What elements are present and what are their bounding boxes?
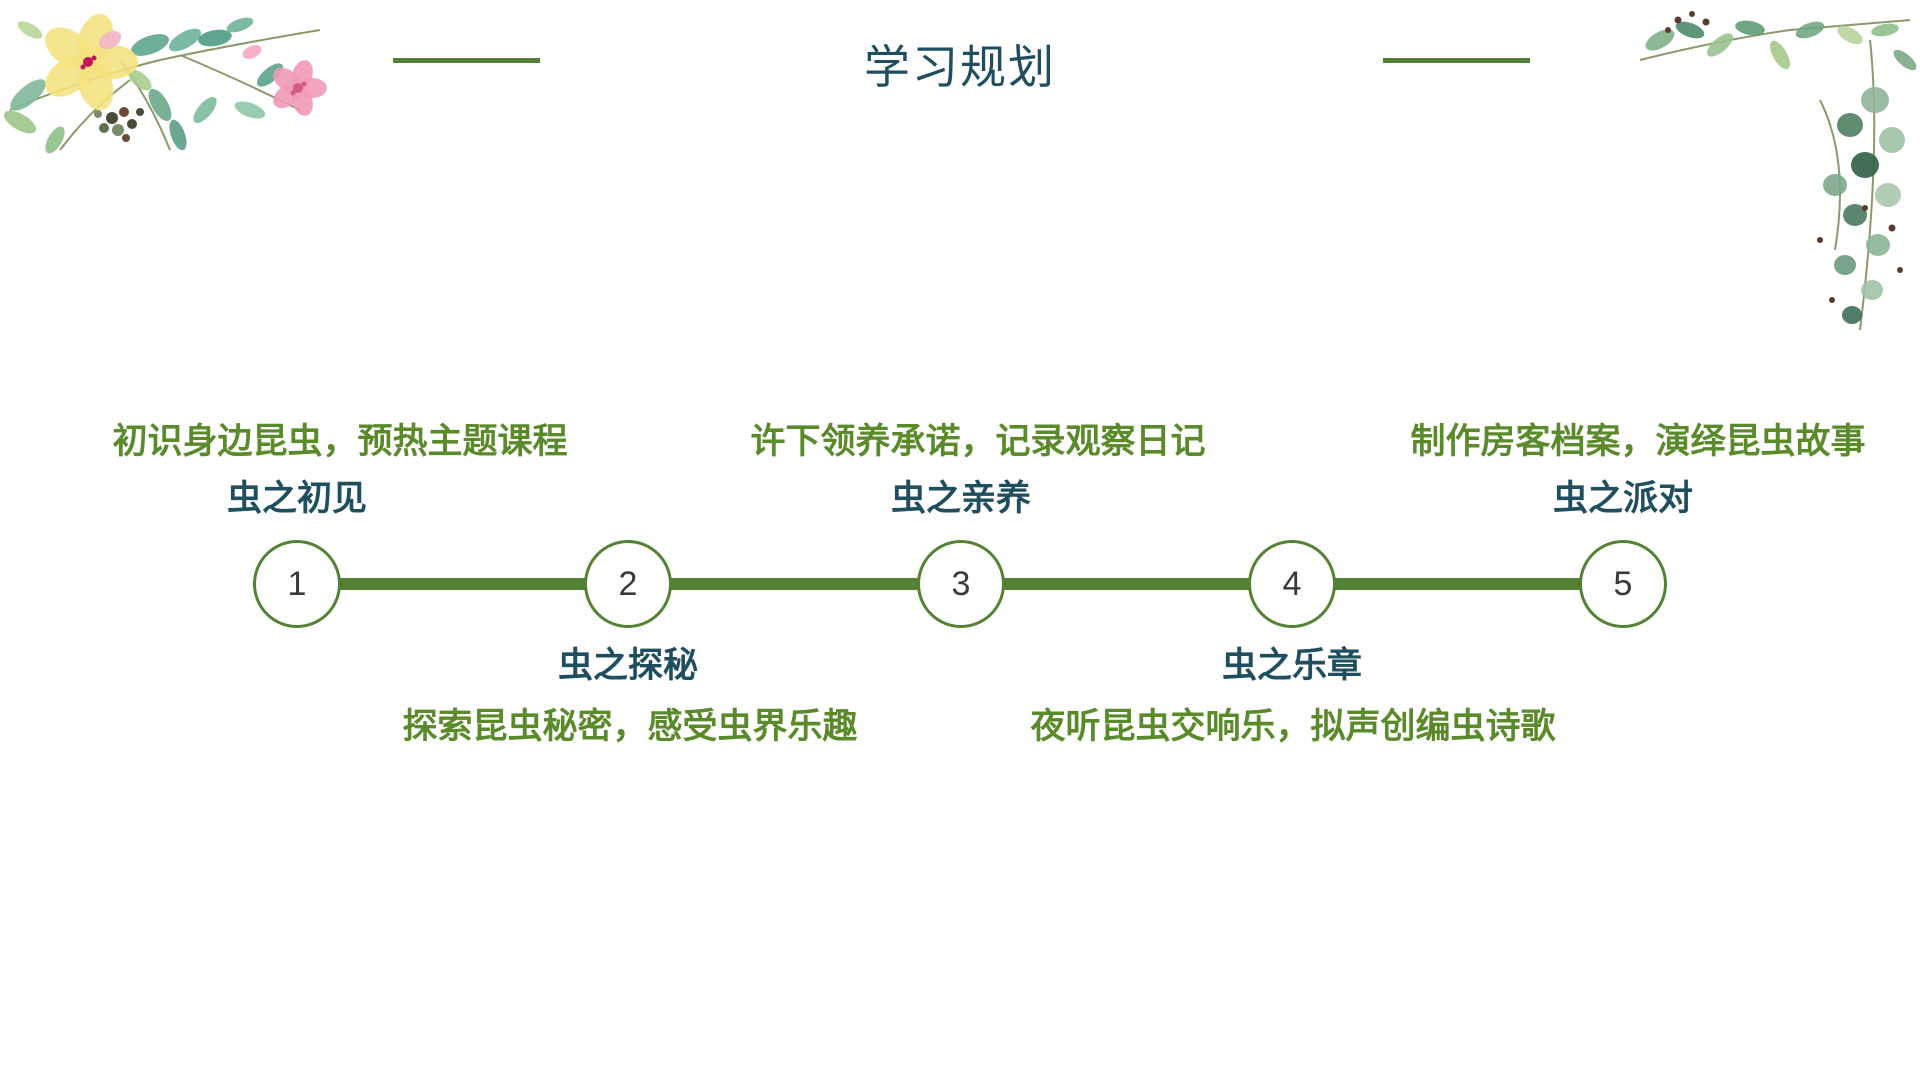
round-leaf [1842,306,1862,324]
round-leaf [1823,174,1847,196]
branch-stem [1639,19,1911,61]
slide-title: 学习规划 [864,40,1056,94]
leaf [3,110,37,134]
leaf [148,88,172,122]
round-leaf [1875,183,1901,207]
round-leaf [1843,204,1867,226]
berry [136,108,144,116]
petal [98,30,122,50]
petal [77,13,114,65]
branch-stem [59,79,131,151]
step-title: 虫之派对 [1552,478,1693,519]
berry [1702,18,1710,26]
step-3-marker: 3 [917,540,1005,628]
stamen [91,55,97,61]
berry [122,134,130,142]
title-rule-right [1383,58,1530,63]
round-leaf [1866,234,1890,256]
branch-stem [1819,99,1841,251]
leaf [130,34,170,56]
step-number: 5 [1613,565,1633,603]
round-leaf [1851,152,1879,178]
leaf [10,79,46,111]
step-description: 探索昆虫秘密，感受虫界乐趣 [402,706,858,747]
round-leaf [1834,255,1856,275]
step-description: 夜听昆虫交响乐，拟声创编虫诗歌 [1030,706,1556,747]
leaf [1645,29,1675,51]
leaf [45,126,65,154]
leaf [1871,23,1899,37]
stamen [290,90,296,96]
eucalyptus-foliage-icon [1639,11,1917,331]
berry [127,119,137,129]
step-title: 虫之探秘 [557,645,698,686]
flower-center [293,83,303,93]
step-4-marker: 4 [1248,540,1336,628]
berry [1888,224,1896,232]
leaf [168,28,202,52]
leaf [1837,25,1863,45]
round-leaf [1861,87,1889,113]
berry [1665,27,1671,33]
round-leaf [1879,127,1905,153]
leaf [1893,49,1917,71]
leaf [169,119,187,151]
leaf [226,17,254,33]
berry [1817,237,1823,243]
step-number: 1 [287,565,307,603]
berry [94,110,102,118]
berry [1674,16,1682,24]
berry [112,124,124,136]
berry [99,123,109,133]
step-1-marker: 1 [253,540,341,628]
leaf [1675,21,1705,39]
petal [291,60,313,90]
berry [1862,205,1868,211]
leaf [193,96,217,124]
leaf [1735,20,1765,36]
step-description: 制作房客档案，演绎昆虫故事 [1410,421,1866,462]
step-2-marker: 2 [584,540,672,628]
step-description: 许下领养承诺，记录观察日记 [750,421,1206,462]
stamen [301,81,307,87]
leaf [198,29,232,47]
leaf [1769,40,1791,70]
leaf [1706,33,1734,57]
leaf [128,69,152,91]
step-number: 4 [1282,565,1302,603]
berry [1829,297,1835,303]
berry [106,112,118,124]
step-description: 初识身边昆虫，预热主题课程 [112,421,568,462]
floral-cluster-icon [3,13,327,154]
step-5-marker: 5 [1579,540,1667,628]
leaf [17,21,43,39]
berry [1689,11,1695,17]
step-title: 虫之初见 [226,478,367,519]
round-leaf [1837,113,1863,137]
stamen [80,64,86,70]
step-number: 2 [618,565,638,603]
step-title: 虫之亲养 [890,478,1031,519]
title-rule-left [393,58,540,63]
leaf [234,101,266,119]
leaf [1795,21,1825,39]
round-leaf [1861,280,1883,300]
berry [119,107,129,117]
flower-bud [242,45,262,59]
flower-center [83,57,93,67]
step-title: 虫之乐章 [1221,645,1362,686]
step-number: 3 [951,565,971,603]
berry [1897,267,1903,273]
